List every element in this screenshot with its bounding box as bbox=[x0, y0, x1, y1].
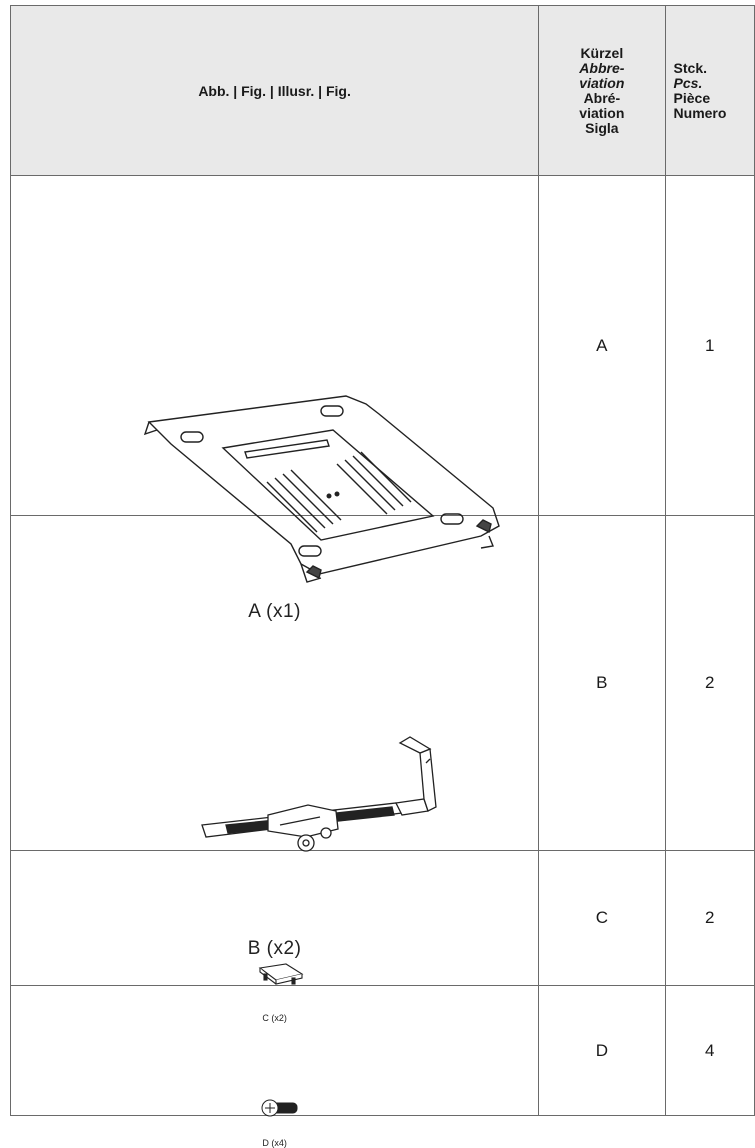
header-pieces: Stck. Pcs. Pièce Numero bbox=[664, 5, 755, 176]
table-row: C (x2) C 2 bbox=[9, 850, 755, 1023]
figure-cell: C (x2) bbox=[9, 850, 540, 1023]
table-row: B (x2) B 2 bbox=[9, 515, 755, 959]
cap-icon bbox=[258, 963, 304, 985]
parts-table: Abb. | Fig. | Illusr. | Fig. Kürzel Abbr… bbox=[9, 5, 755, 1148]
holder-arm-icon bbox=[201, 736, 437, 852]
figure-cell: B (x2) bbox=[9, 515, 540, 959]
figure-cell: A (x1) bbox=[9, 175, 540, 622]
header-row: Abb. | Fig. | Illusr. | Fig. Kürzel Abbr… bbox=[9, 5, 755, 176]
abbreviation-cell: D bbox=[538, 985, 666, 1116]
abbreviation-cell: A bbox=[538, 175, 666, 516]
abbreviation-cell: B bbox=[538, 515, 666, 851]
pieces-cell: 2 bbox=[664, 515, 755, 851]
figure-caption: D (x4) bbox=[262, 1137, 287, 1148]
pieces-cell: 2 bbox=[664, 850, 755, 986]
abbreviation-cell: C bbox=[538, 850, 666, 986]
header-pcs-line: Pcs. bbox=[673, 74, 703, 91]
header-abbr-line: viation bbox=[579, 104, 625, 121]
header-pcs-line: Pièce bbox=[673, 89, 711, 106]
table-row: D (x4) D 4 bbox=[9, 985, 755, 1148]
table-row: A (x1) A 1 bbox=[9, 175, 755, 622]
header-abbr-line: Kürzel bbox=[580, 44, 624, 61]
header-abbr-line: Abbre- bbox=[579, 59, 625, 76]
pieces-cell: 4 bbox=[664, 985, 755, 1116]
figure-cell: D (x4) bbox=[9, 985, 540, 1148]
header-figure: Abb. | Fig. | Illusr. | Fig. bbox=[9, 5, 540, 176]
pieces-cell: 1 bbox=[664, 175, 755, 516]
header-abbr-line: Abré- bbox=[583, 89, 621, 106]
header-abbr-line: Sigla bbox=[585, 119, 619, 136]
screw-icon bbox=[261, 1099, 298, 1116]
header-pcs-line: Numero bbox=[673, 104, 727, 121]
header-pcs-line: Stck. bbox=[673, 59, 707, 76]
header-abbr-line: viation bbox=[579, 74, 625, 91]
header-abbreviation: Kürzel Abbre- viation Abré- viation Sigl… bbox=[538, 5, 666, 176]
